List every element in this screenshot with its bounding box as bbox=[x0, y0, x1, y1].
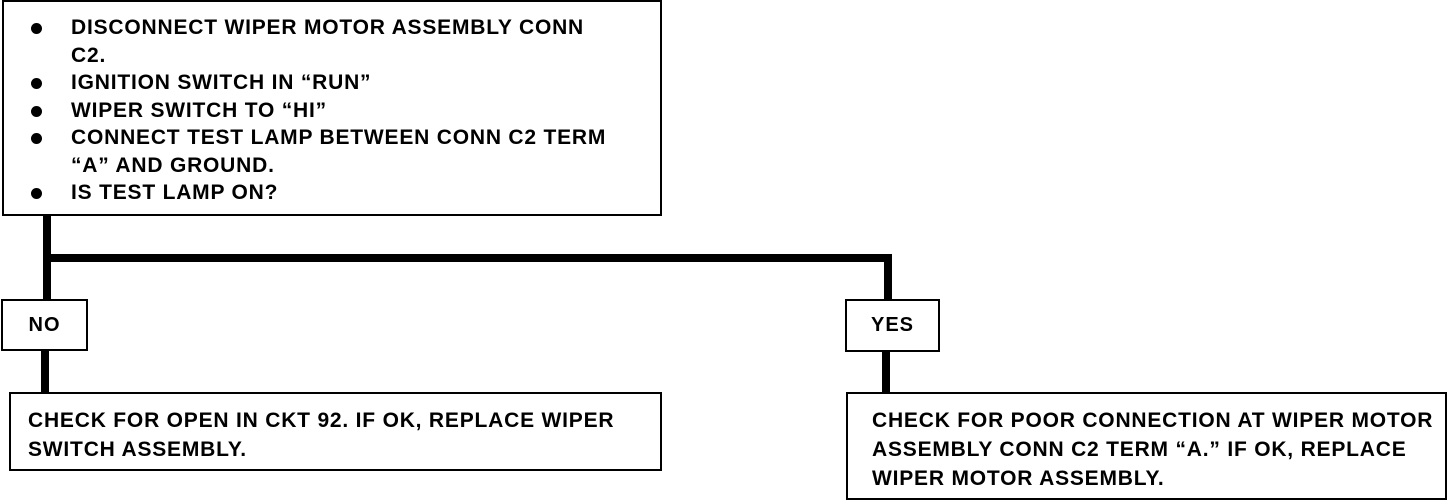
no-result-box: CHECK FOR OPEN IN CKT 92. IF OK, REPLACE… bbox=[9, 392, 662, 471]
bullet-icon bbox=[31, 105, 42, 117]
bullet-icon bbox=[31, 78, 42, 89]
question-item: DISCONNECT WIPER MOTOR ASSEMBLY CONN C2. bbox=[28, 14, 591, 69]
bullet-icon bbox=[31, 133, 42, 144]
question-checklist: DISCONNECT WIPER MOTOR ASSEMBLY CONN C2.… bbox=[28, 14, 650, 207]
connector-horizontal-branch bbox=[43, 254, 892, 262]
connector-no-to-result bbox=[41, 350, 49, 394]
question-item-text: CONNECT TEST LAMP BETWEEN CONN C2 TERM “… bbox=[71, 126, 607, 177]
no-result-text: CHECK FOR OPEN IN CKT 92. IF OK, REPLACE… bbox=[28, 409, 615, 461]
yes-branch-label: YES bbox=[845, 299, 940, 352]
question-item: IGNITION SWITCH IN “RUN” bbox=[28, 69, 650, 97]
question-item-text: IS TEST LAMP ON? bbox=[71, 181, 279, 204]
yes-result-box: CHECK FOR POOR CONNECTION AT WIPER MOTOR… bbox=[846, 392, 1447, 500]
bullet-icon bbox=[31, 188, 42, 199]
question-item: IS TEST LAMP ON? bbox=[28, 179, 650, 207]
connector-yes-down bbox=[884, 254, 892, 301]
question-item: CONNECT TEST LAMP BETWEEN CONN C2 TERM “… bbox=[28, 124, 616, 179]
question-item-text: IGNITION SWITCH IN “RUN” bbox=[71, 71, 372, 94]
connector-yes-to-result bbox=[882, 351, 890, 394]
question-item: WIPER SWITCH TO “HI” bbox=[28, 97, 650, 125]
question-item-text: WIPER SWITCH TO “HI” bbox=[71, 98, 327, 122]
yes-result-text: CHECK FOR POOR CONNECTION AT WIPER MOTOR… bbox=[872, 409, 1434, 490]
question-item-text: DISCONNECT WIPER MOTOR ASSEMBLY CONN C2. bbox=[71, 16, 585, 67]
question-box: DISCONNECT WIPER MOTOR ASSEMBLY CONN C2.… bbox=[2, 0, 662, 216]
bullet-icon bbox=[31, 23, 42, 34]
no-branch-label: NO bbox=[1, 299, 88, 351]
